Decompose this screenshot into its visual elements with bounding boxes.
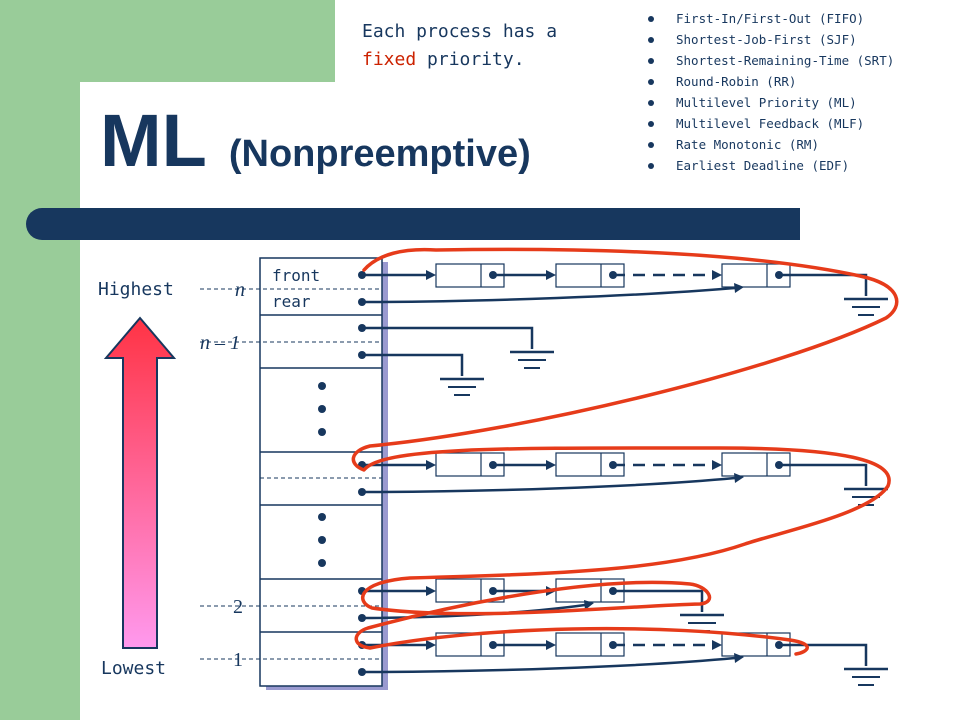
algorithm-item: Multilevel Feedback (MLF) <box>648 113 894 134</box>
algorithm-item: Shortest-Job-First (SJF) <box>648 29 894 50</box>
ellipsis-dots <box>318 382 326 567</box>
label-lowest: Lowest <box>101 658 166 679</box>
queue-n <box>358 263 888 316</box>
queue-header-table <box>200 257 388 690</box>
queue-1 <box>358 632 888 686</box>
algorithm-item: Shortest-Remaining-Time (SRT) <box>648 50 894 71</box>
label-front: front <box>272 266 320 285</box>
green-side-band <box>0 0 80 720</box>
note-line-1: Each process has a <box>362 21 558 42</box>
algorithm-list: First-In/First-Out (FIFO) Shortest-Job-F… <box>648 8 894 176</box>
note-priority-word: priority. <box>427 49 525 70</box>
algorithm-item: Multilevel Priority (ML) <box>648 92 894 113</box>
title-subtitle: (Nonpreemptive) <box>228 133 531 175</box>
level-label-n: n <box>235 279 245 301</box>
title-main: ML <box>100 99 207 182</box>
algorithm-item: Round-Robin (RR) <box>648 71 894 92</box>
level-label-n-minus-1: n – 1 <box>200 332 240 354</box>
priority-arrow <box>103 316 177 649</box>
level-label-1: 1 <box>233 649 243 671</box>
queue-n-minus-1 <box>358 324 554 396</box>
slide-title: ML (Nonpreemptive) <box>100 98 531 183</box>
note-fixed-word: fixed <box>362 49 417 70</box>
priority-note: Each process has a fixed priority. <box>362 18 557 74</box>
algorithm-item: Earliest Deadline (EDF) <box>648 155 894 176</box>
algorithm-item: Rate Monotonic (RM) <box>648 134 894 155</box>
label-rear: rear <box>272 292 311 311</box>
queue-middle <box>358 452 888 506</box>
scheduling-order-path <box>351 247 899 656</box>
label-highest: Highest <box>98 279 174 300</box>
title-divider-bar <box>26 208 800 240</box>
note-line-2: fixed priority. <box>362 46 557 74</box>
algorithm-item: First-In/First-Out (FIFO) <box>648 8 894 29</box>
level-label-2: 2 <box>233 596 243 618</box>
queue-2 <box>358 578 724 632</box>
